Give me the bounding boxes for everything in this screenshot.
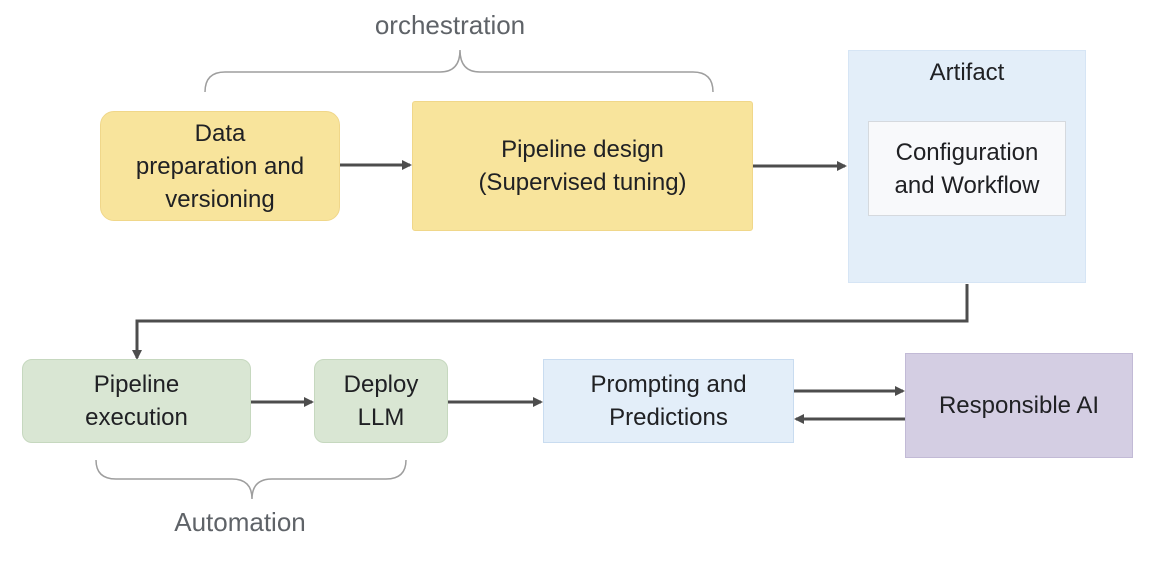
artifact-title: Artifact <box>929 59 1005 86</box>
automation-brace <box>95 459 407 500</box>
responsible-ai-node: Responsible AI <box>905 353 1133 458</box>
data-preparation-line-1: Data <box>194 119 246 147</box>
pipeline-design-line-2: (Supervised tuning) <box>478 169 687 196</box>
deploy-llm-line-2: LLM <box>357 404 405 431</box>
deploy-llm-line-1: Deploy <box>343 371 419 398</box>
deploy-llm-node: Deploy LLM <box>314 359 448 443</box>
prompting-predictions-node: Prompting and Predictions <box>543 359 794 443</box>
pipeline-design-line-1: Pipeline design <box>501 136 664 163</box>
data-preparation-node: Data preparation and versioning <box>100 111 340 221</box>
prompting-line-2: Predictions <box>609 404 728 431</box>
data-preparation-line-2: preparation and <box>135 152 305 180</box>
orchestration-brace <box>204 49 714 93</box>
arrow-artifact-to-execution <box>132 284 969 360</box>
prompting-line-1: Prompting and <box>590 371 747 398</box>
pipeline-design-node: Pipeline design (Supervised tuning) <box>412 101 753 231</box>
data-preparation-line-3: versioning <box>165 185 275 213</box>
pipeline-execution-line-1: Pipeline <box>93 371 180 398</box>
responsible-ai-line-1: Responsible AI <box>938 392 1100 419</box>
configuration-workflow-node: Configuration and Workflow <box>868 121 1066 216</box>
configuration-line-2: and Workflow <box>894 171 1040 199</box>
configuration-line-1: Configuration <box>895 138 1039 166</box>
orchestration-label: orchestration <box>374 10 526 40</box>
pipeline-execution-node: Pipeline execution <box>22 359 251 443</box>
pipeline-execution-line-2: execution <box>85 404 188 431</box>
automation-label: Automation <box>174 507 306 537</box>
